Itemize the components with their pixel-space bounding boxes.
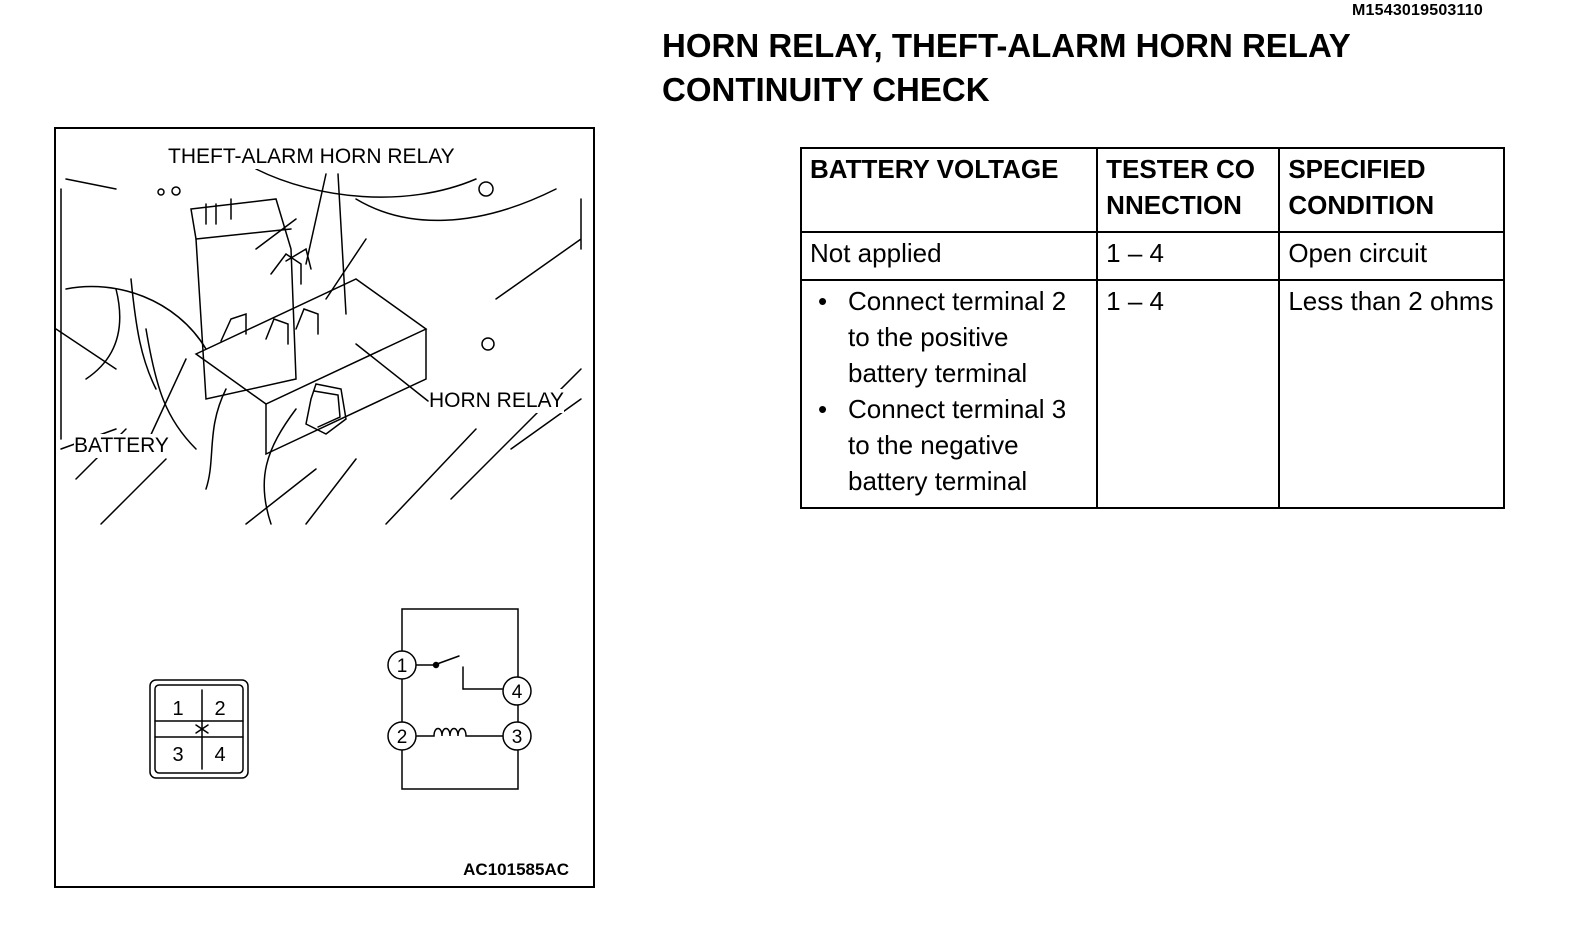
horn-relay-label: HORN RELAY — [429, 389, 564, 413]
voltage-instructions-list: Connect terminal 2 to the positive batte… — [810, 283, 1088, 499]
list-item: Connect terminal 3 to the negative batte… — [810, 391, 1088, 499]
connector-terminal-1: 1 — [172, 698, 183, 720]
row1-tester-connection: 1 – 4 — [1096, 231, 1281, 281]
circuit-terminal-3: 3 — [512, 727, 523, 748]
connector-terminal-2: 2 — [214, 698, 225, 720]
engine-compartment-illustration: 1 2 3 4 1 2 3 4 — [56, 168, 582, 790]
figure-code: AC101585AC — [463, 860, 569, 879]
theft-alarm-horn-relay-label: THEFT-ALARM HORN RELAY — [168, 145, 455, 169]
document-id: M1543019503110 — [1352, 2, 1483, 19]
table-row: Connect terminal 2 to the positive batte… — [799, 279, 1505, 509]
row2-battery-voltage: Connect terminal 2 to the positive batte… — [799, 279, 1099, 509]
connector-terminal-4: 4 — [214, 744, 225, 766]
circuit-terminal-4: 4 — [512, 682, 523, 703]
table-header-row: BATTERY VOLTAGE TESTER CONNECTION SPECIF… — [799, 147, 1505, 233]
relay-location-figure: 1 2 3 4 1 2 3 4 THEFT-ALARM HORN RELAY H… — [54, 127, 595, 888]
row1-battery-voltage: Not applied — [799, 231, 1099, 281]
row2-specified-condition: Less than 2 ohms — [1278, 279, 1505, 509]
table-row: Not applied 1 – 4 Open circuit — [799, 231, 1505, 281]
header-tester-connection: TESTER CONNECTION — [1096, 147, 1281, 233]
circuit-terminal-1: 1 — [397, 656, 408, 677]
title-line-2: CONTINUITY CHECK — [662, 71, 990, 108]
battery-label: BATTERY — [74, 434, 169, 458]
page-title: HORN RELAY, THEFT-ALARM HORN RELAY CONTI… — [662, 24, 1351, 112]
header-battery-voltage: BATTERY VOLTAGE — [799, 147, 1099, 233]
header-specified-condition: SPECIFIED CONDITION — [1278, 147, 1505, 233]
connector-terminal-3: 3 — [172, 744, 183, 766]
circuit-terminal-2: 2 — [397, 727, 408, 748]
list-item: Connect terminal 2 to the positive batte… — [810, 283, 1088, 391]
row2-tester-connection: 1 – 4 — [1096, 279, 1281, 509]
title-line-1: HORN RELAY, THEFT-ALARM HORN RELAY — [662, 27, 1351, 64]
row1-specified-condition: Open circuit — [1278, 231, 1505, 281]
continuity-check-table: BATTERY VOLTAGE TESTER CONNECTION SPECIF… — [799, 147, 1505, 509]
